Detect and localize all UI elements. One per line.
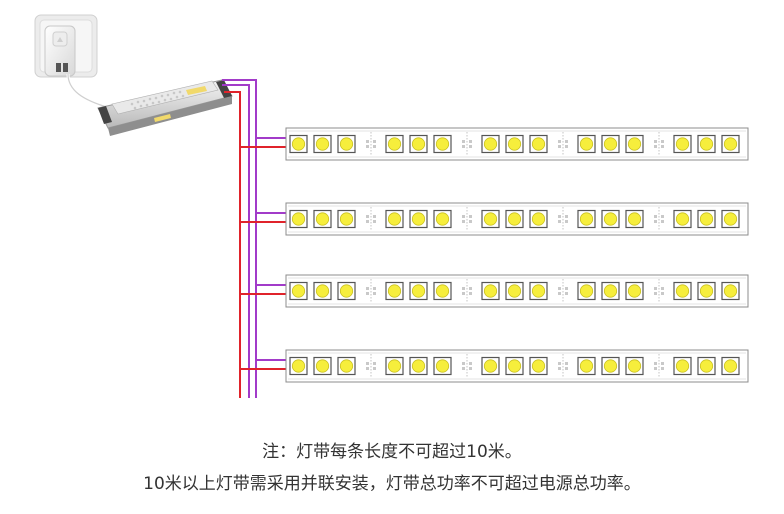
smd-led-chip-icon [433,209,452,229]
smd-led-chip-icon [337,209,356,229]
cut-mark [654,207,664,231]
smd-led-chip-icon [505,209,524,229]
smd-led-chip-icon [481,134,500,154]
cut-mark [366,354,376,378]
led-strip [285,349,749,383]
smd-led-chip-icon [289,356,308,376]
note-line-2: 10米以上灯带需采用并联安装，灯带总功率不可超过电源总功率。 [143,474,641,494]
wall-outlet [34,14,98,78]
cut-mark [654,279,664,303]
smd-led-chip-icon [721,134,740,154]
smd-led-chip-icon [505,356,524,376]
smd-led-chip-icon [505,134,524,154]
led-strips [240,127,749,383]
cut-mark [462,132,472,156]
led-strip [285,202,749,236]
smd-led-chip-icon [721,281,740,301]
smd-led-chip-icon [385,356,404,376]
smd-led-chip-icon [601,209,620,229]
smd-led-chip-icon [529,209,548,229]
smd-led-chip-icon [697,134,716,154]
smd-led-chip-icon [601,281,620,301]
smd-led-chip-icon [289,209,308,229]
smd-led-chip-icon [409,134,428,154]
smd-led-chip-icon [289,134,308,154]
smd-led-chip-icon [625,134,644,154]
cut-mark [462,279,472,303]
cut-mark [366,132,376,156]
smd-led-chip-icon [697,209,716,229]
cut-mark [558,132,568,156]
led-power-supply-icon [97,79,233,136]
cut-mark [654,132,664,156]
smd-led-chip-icon [577,134,596,154]
smd-led-chip-icon [385,209,404,229]
wiring-diagram [34,14,749,398]
smd-led-chip-icon [673,281,692,301]
smd-led-chip-icon [289,281,308,301]
cut-mark [558,279,568,303]
smd-led-chip-icon [721,356,740,376]
smd-led-chip-icon [385,134,404,154]
smd-led-chip-icon [433,356,452,376]
smd-led-chip-icon [337,281,356,301]
note-line-1: 注：灯带每条长度不可超过10米。 [262,442,522,462]
smd-led-chip-icon [577,209,596,229]
smd-led-chip-icon [313,356,332,376]
cut-mark [462,207,472,231]
smd-led-chip-icon [481,281,500,301]
usb-port-icon [56,63,68,72]
smd-led-chip-icon [481,356,500,376]
smd-led-chip-icon [697,356,716,376]
smd-led-chip-icon [409,356,428,376]
smd-led-chip-icon [577,281,596,301]
smd-led-chip-icon [673,356,692,376]
smd-led-chip-icon [481,209,500,229]
smd-led-chip-icon [673,134,692,154]
smd-led-chip-icon [601,356,620,376]
cut-mark [462,354,472,378]
smd-led-chip-icon [313,134,332,154]
led-strip [285,127,749,161]
output-wires [222,79,257,398]
smd-led-chip-icon [529,356,548,376]
smd-led-chip-icon [625,209,644,229]
smd-led-chip-icon [505,281,524,301]
smd-led-chip-icon [673,209,692,229]
led-strip [285,274,749,308]
smd-led-chip-icon [601,134,620,154]
smd-led-chip-icon [337,134,356,154]
cut-mark [558,207,568,231]
cut-mark [366,279,376,303]
smd-led-chip-icon [433,134,452,154]
smd-led-chip-icon [409,209,428,229]
smd-led-chip-icon [697,281,716,301]
cut-mark [654,354,664,378]
smd-led-chip-icon [721,209,740,229]
smd-led-chip-icon [337,356,356,376]
smd-led-chip-icon [577,356,596,376]
smd-led-chip-icon [529,281,548,301]
smd-led-chip-icon [625,356,644,376]
smd-led-chip-icon [313,281,332,301]
smd-led-chip-icon [409,281,428,301]
cut-mark [366,207,376,231]
smd-led-chip-icon [313,209,332,229]
smd-led-chip-icon [625,281,644,301]
smd-led-chip-icon [385,281,404,301]
smd-led-chip-icon [433,281,452,301]
smd-led-chip-icon [529,134,548,154]
cut-mark [558,354,568,378]
